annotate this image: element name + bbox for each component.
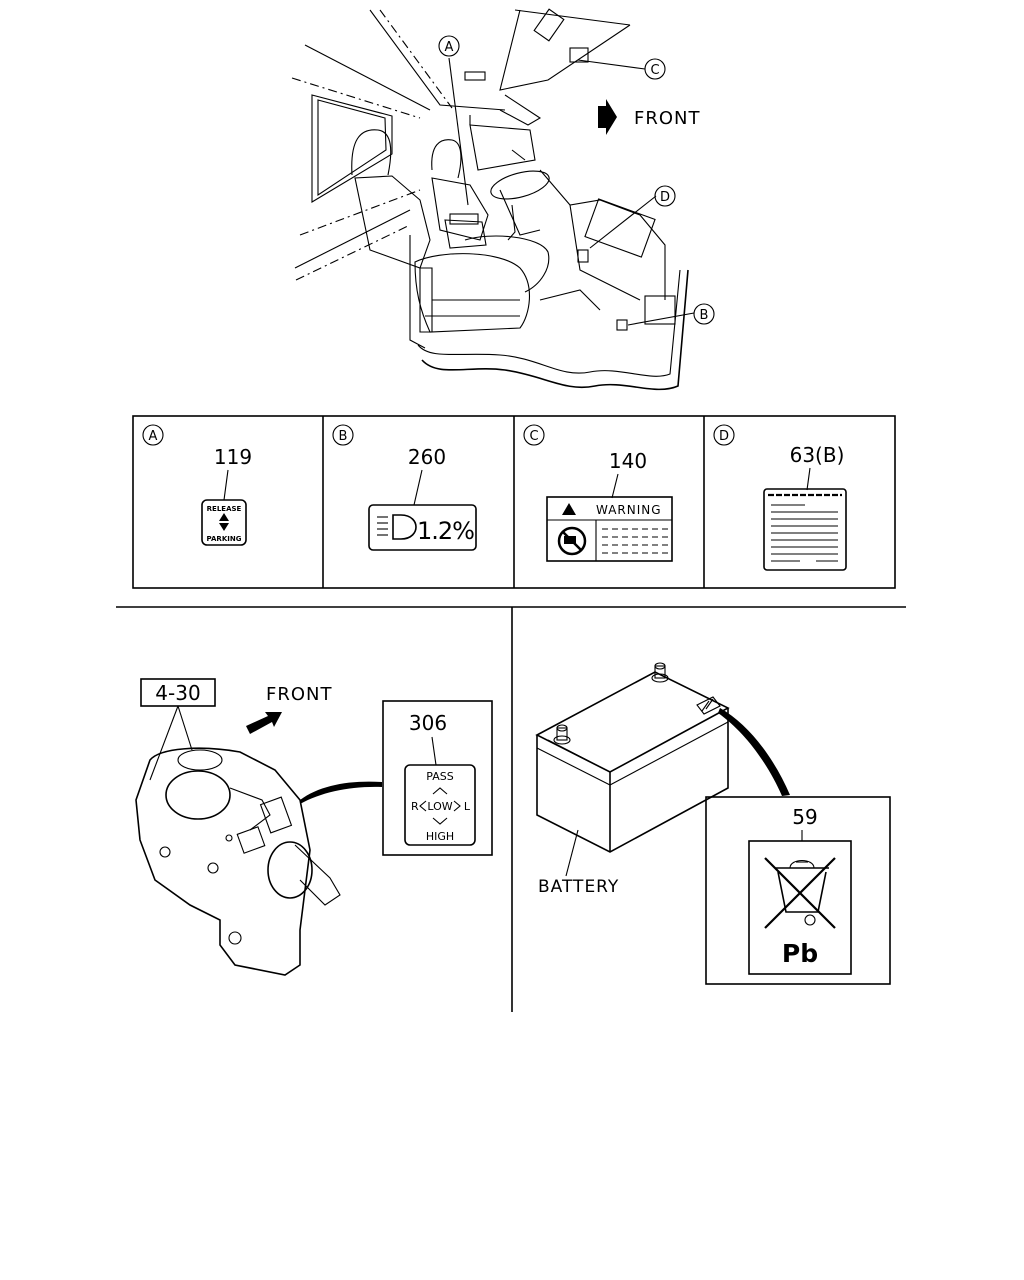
warning-triangle-icon: [562, 503, 576, 515]
label-panels-row: A 119 RELEASE PARKING B 260: [132, 415, 896, 589]
cab-interior-illustration: A C D B: [291, 8, 715, 391]
panel-a-letter: A: [149, 429, 158, 444]
svg-text:R: R: [411, 800, 419, 813]
callout-d: D: [654, 185, 676, 207]
recycling-label-panel: 59 Pb: [705, 796, 891, 985]
ref-box: 4-30: [140, 678, 216, 707]
recycling-label-part-number: 59: [792, 805, 817, 829]
panel-c-part-number: 140: [609, 449, 647, 473]
switch-front-indicator: FRONT: [246, 684, 333, 734]
panel-b: B 260 1.2%: [332, 424, 477, 551]
warning-label: WARNING: [546, 496, 673, 562]
prohibited-symbol-icon: [557, 526, 587, 556]
panel-a: A 119 RELEASE PARKING: [142, 424, 252, 546]
panel-a-part-number: 119: [214, 445, 252, 469]
battery-illustration: [535, 662, 730, 853]
svg-text:LOW: LOW: [427, 800, 452, 813]
svg-text:4-30: 4-30: [155, 681, 200, 705]
svg-text:L: L: [464, 800, 471, 813]
combination-switch-body: [135, 747, 341, 976]
warning-text-lines: [602, 528, 668, 554]
panel-d: D 63(B): [713, 424, 847, 571]
battery-view: BATTERY 59 Pb: [535, 662, 891, 985]
svg-text:D: D: [660, 190, 670, 205]
svg-text:B: B: [700, 308, 709, 323]
headlamp-level-label: 1.2%: [368, 504, 477, 551]
svg-text:1.2%: 1.2%: [417, 517, 474, 545]
svg-text:PASS: PASS: [426, 770, 453, 783]
svg-text:WARNING: WARNING: [596, 503, 662, 517]
panel-b-letter: B: [339, 429, 348, 444]
svg-text:RELEASE: RELEASE: [207, 505, 242, 513]
panel-c: C 140 WARNING: [523, 424, 673, 562]
release-parking-label: RELEASE PARKING: [201, 499, 247, 546]
panel-b-part-number: 260: [408, 445, 446, 469]
svg-text:A: A: [445, 40, 454, 55]
front-arrow-icon: [598, 99, 617, 135]
svg-text:PARKING: PARKING: [207, 535, 242, 543]
panel-d-part-number: 63(B): [790, 443, 845, 467]
headlamp-icon: [377, 514, 417, 540]
callout-c: C: [644, 58, 666, 80]
up-down-arrow-icon: [219, 513, 229, 531]
panel-d-letter: D: [719, 429, 729, 444]
crossed-out-bin-icon: [764, 857, 836, 929]
recycling-label: Pb: [748, 840, 852, 975]
information-label: [763, 488, 847, 571]
svg-text:Pb: Pb: [782, 939, 818, 968]
svg-text:HIGH: HIGH: [426, 830, 454, 843]
switch-view: 4-30 FRONT 306: [135, 678, 493, 976]
battery-label: BATTERY: [538, 877, 619, 897]
callout-a: A: [438, 35, 460, 57]
switch-label-panel: 306 PASS R LOW L HIGH: [382, 700, 493, 856]
callout-b: B: [693, 303, 715, 325]
panel-c-letter: C: [529, 429, 538, 444]
svg-text:C: C: [650, 63, 659, 78]
switch-label-part-number: 306: [409, 711, 447, 735]
svg-text:FRONT: FRONT: [634, 108, 701, 129]
cab-front-indicator: FRONT: [598, 99, 701, 135]
dimmer-switch-label: PASS R LOW L HIGH: [404, 764, 476, 846]
front-arrow-icon: [246, 712, 282, 734]
svg-text:FRONT: FRONT: [266, 684, 333, 705]
